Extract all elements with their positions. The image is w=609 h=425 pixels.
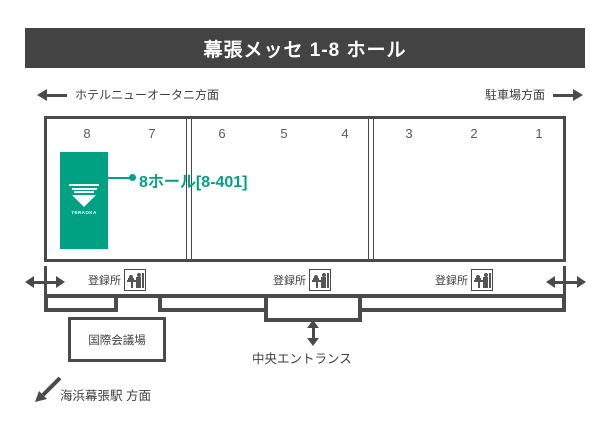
arrow-up-down-entrance-icon — [307, 320, 319, 346]
hall-number-1: 1 — [535, 126, 543, 141]
registration-label: 登録所 — [435, 275, 468, 287]
conference-hall-box[interactable]: 国際会議場 — [68, 317, 166, 362]
hall-number-2: 2 — [470, 126, 478, 141]
hall-number-6: 6 — [218, 126, 226, 141]
hall-block: 8 7 6 5 4 3 2 1 — [44, 116, 566, 262]
direction-left: ホテルニューオータニ方面 — [37, 86, 219, 103]
wall-conf-connector-right — [158, 294, 162, 312]
reception-desk-icon — [471, 269, 493, 291]
registration-point-3[interactable]: 登録所 — [435, 269, 493, 291]
wall-right-horizontal — [358, 308, 566, 312]
hall-divider-4-3 — [368, 119, 374, 259]
corridor-bottom-wall — [44, 294, 566, 298]
page-title: 幕張メッセ 1-8 ホール — [203, 39, 407, 61]
central-entrance-label: 中央エントランス — [252, 352, 352, 366]
logo-stripes — [69, 184, 99, 193]
wall-left-horizontal — [44, 308, 118, 312]
reception-desk-icon — [309, 269, 331, 291]
hall-number-3: 3 — [405, 126, 413, 141]
wall-left-vertical — [44, 294, 48, 312]
arrow-left-right-east-icon — [546, 276, 586, 288]
booth-callout-dot — [129, 174, 136, 181]
booth-callout-label: 8ホール[8-401] — [139, 174, 248, 191]
wall-entrance-left — [264, 294, 268, 322]
registration-label: 登録所 — [88, 275, 121, 287]
exhibitor-booth[interactable]: TERAOKA — [60, 152, 108, 249]
hall-number-7: 7 — [148, 126, 156, 141]
booth-callout-line — [108, 177, 130, 179]
logo-wordmark: TERAOKA — [71, 209, 97, 215]
teraoka-logo-icon: TERAOKA — [67, 184, 101, 215]
arrow-left-right-west-icon — [25, 276, 65, 288]
arrow-diagonal-station-icon — [35, 376, 62, 402]
reception-desk-icon — [124, 269, 146, 291]
hall-number-4: 4 — [341, 126, 349, 141]
direction-right-label: 駐車場方面 — [484, 88, 545, 102]
direction-right: 駐車場方面 — [485, 86, 583, 103]
hall-number-8: 8 — [83, 126, 91, 141]
arrow-left-icon — [37, 88, 67, 101]
wall-conf-connector-left — [114, 294, 118, 312]
registration-point-1[interactable]: 登録所 — [88, 269, 146, 291]
direction-left-label: ホテルニューオータニ方面 — [75, 88, 220, 102]
direction-row: ホテルニューオータニ方面 駐車場方面 — [25, 86, 585, 110]
logo-triangle — [72, 194, 96, 207]
wall-mid-horizontal — [158, 308, 268, 312]
hall-divider-7-6 — [186, 119, 192, 259]
station-direction-label: 海浜幕張駅 方面 — [60, 389, 151, 403]
registration-point-2[interactable]: 登録所 — [273, 269, 331, 291]
wall-right-vertical — [562, 294, 566, 312]
arrow-right-icon — [553, 88, 583, 101]
conference-hall-label: 国際会議場 — [88, 334, 146, 347]
map-title-bar: 幕張メッセ 1-8 ホール — [25, 28, 585, 68]
hall-number-5: 5 — [280, 126, 288, 141]
registration-label: 登録所 — [273, 275, 306, 287]
